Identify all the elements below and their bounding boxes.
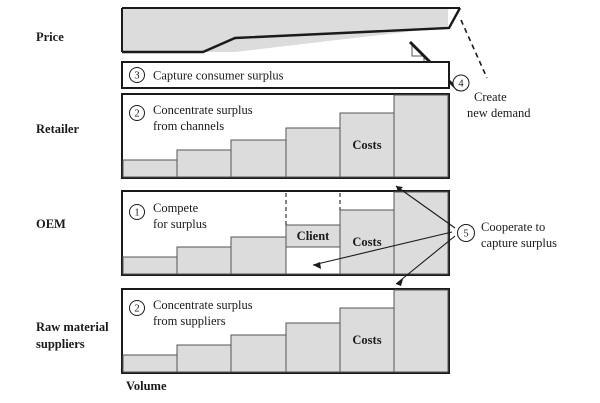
oem-costs-label: Costs xyxy=(352,235,381,249)
band-capture-consumer-surplus: 3 Capture consumer surplus xyxy=(121,61,450,89)
step-2-suppliers-label-line1: Concentrate surplus xyxy=(153,298,253,312)
row-label-retailer: Retailer xyxy=(36,122,79,136)
panel-retailer: Costs 2 Concentrate surplus from channel… xyxy=(121,93,450,179)
cooperate-leader-up xyxy=(395,185,456,229)
raw-material-bar-5 xyxy=(339,307,395,373)
panel-raw-material-suppliers: Costs 2 Concentrate surplus from supplie… xyxy=(121,288,450,374)
cooperate-arrow-up xyxy=(396,186,403,192)
row-label-oem: OEM xyxy=(36,217,66,231)
callout-create-new-demand: 4 Create new demand xyxy=(452,74,531,120)
demand-curve xyxy=(122,7,462,54)
step-5-number: 5 xyxy=(463,229,468,240)
cooperate-arrow-down xyxy=(396,279,403,286)
raw-material-bar-3 xyxy=(230,334,287,373)
step-4-label-line2: new demand xyxy=(467,106,531,120)
step-4-badge xyxy=(452,74,470,92)
consumer-surplus-area xyxy=(122,8,448,52)
step-5-label-line2: capture surplus xyxy=(481,236,557,250)
retailer-bar-3 xyxy=(230,139,287,178)
band-capture-frame xyxy=(121,61,450,89)
raw-material-bar-2 xyxy=(176,344,232,373)
row-label-raw-material-suppliers-line2: suppliers xyxy=(36,337,85,351)
step-2-retailer-badge xyxy=(129,105,145,121)
step-2-suppliers-badge xyxy=(129,300,145,316)
step-1-number: 1 xyxy=(134,208,139,219)
row-label-price: Price xyxy=(36,30,64,44)
step-3-badge xyxy=(129,67,145,83)
raw-material-bar-1 xyxy=(122,354,178,373)
step-3-label: Capture consumer surplus xyxy=(153,69,284,83)
step-2-suppliers-label-line2: from suppliers xyxy=(153,314,226,328)
oem-bar-5 xyxy=(339,209,395,275)
oem-bar-6 xyxy=(393,191,449,275)
new-demand-guide xyxy=(460,19,488,79)
cooperate-leader-client xyxy=(312,231,453,266)
step-1-badge xyxy=(129,204,145,220)
oem-bar-1 xyxy=(122,256,178,275)
step-4-number: 4 xyxy=(458,79,464,90)
axis-label-volume: Volume xyxy=(126,379,167,393)
panel-oem: Client Costs 1 Compete for surplus xyxy=(121,190,450,276)
retailer-costs-label: Costs xyxy=(352,138,381,152)
row-label-raw-material-suppliers-line1: Raw material xyxy=(36,320,109,334)
retailer-bar-2 xyxy=(176,149,232,178)
panel-price xyxy=(121,7,462,54)
step-3-number: 3 xyxy=(134,71,139,82)
step-2-suppliers-number: 2 xyxy=(134,304,139,315)
cooperate-leader-down xyxy=(395,235,456,285)
raw-material-bar-4 xyxy=(285,322,341,373)
retailer-bar-4 xyxy=(285,127,341,178)
retailer-bar-5 xyxy=(339,112,395,178)
callout-cooperate-capture-surplus: 5 Cooperate to capture surplus xyxy=(312,185,557,286)
step-2-retailer-number: 2 xyxy=(134,109,139,120)
step-4-label-line1: Create xyxy=(474,90,507,104)
cooperate-arrow-client xyxy=(313,262,321,269)
step-1-label-line2: for surplus xyxy=(153,217,207,231)
step-5-label-line1: Cooperate to xyxy=(481,220,545,234)
step-2-retailer-label-line2: from channels xyxy=(153,119,224,133)
step-1-label-line1: Compete xyxy=(153,201,199,215)
raw-material-bar-6 xyxy=(393,289,449,373)
raw-material-costs-label: Costs xyxy=(352,333,381,347)
retailer-bar-6 xyxy=(393,94,449,178)
oem-bar-2 xyxy=(176,246,232,275)
oem-bar-3 xyxy=(230,236,287,275)
step-2-retailer-label-line1: Concentrate surplus xyxy=(153,103,253,117)
oem-client-label: Client xyxy=(297,229,330,243)
retailer-bar-1 xyxy=(122,159,178,178)
step-5-badge xyxy=(457,224,475,242)
